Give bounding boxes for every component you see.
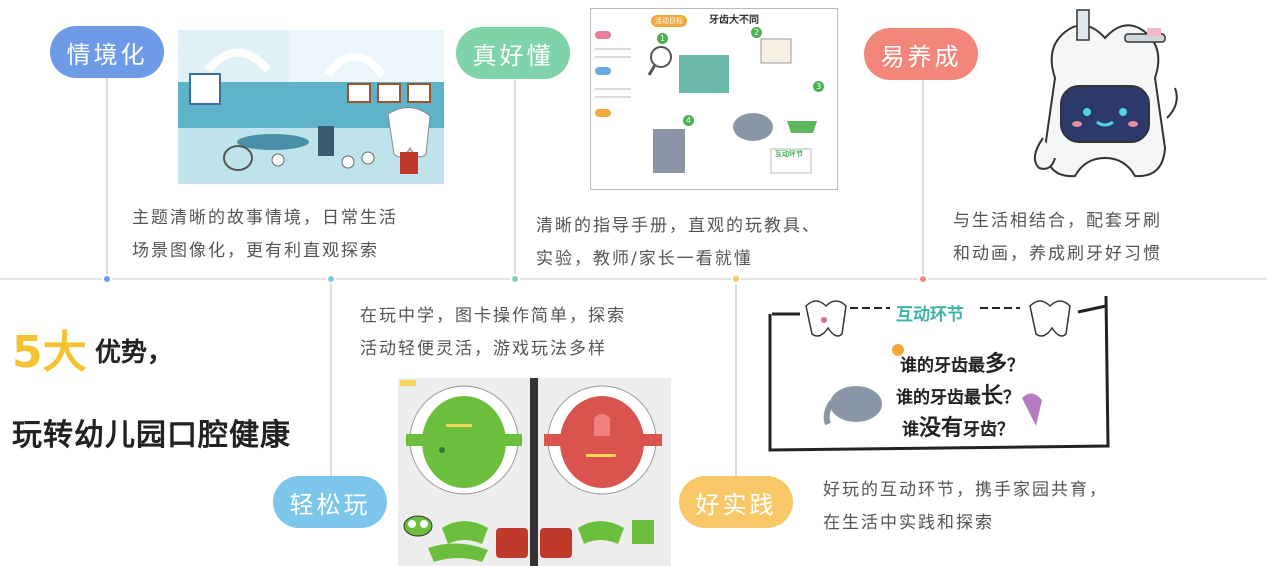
manual-step-4: 4 bbox=[683, 115, 694, 126]
timeline-dot bbox=[918, 274, 928, 284]
timeline-dot bbox=[326, 274, 336, 284]
advantage-pill-1: 情境化 bbox=[50, 26, 164, 78]
timeline-dot bbox=[102, 274, 112, 284]
advantage-pill-3: 易养成 bbox=[864, 28, 978, 80]
manual-title: 牙齿大不同 bbox=[709, 15, 759, 26]
interactive-heading: 互动环节 bbox=[896, 305, 964, 325]
frog-mouth-cutout-cards bbox=[398, 378, 671, 566]
manual-section-label: 互动环节 bbox=[775, 150, 803, 158]
connector-line bbox=[922, 80, 924, 278]
connector-line bbox=[106, 78, 108, 278]
timeline-dot bbox=[510, 274, 520, 284]
connector-line bbox=[514, 80, 516, 278]
advantage-desc-2: 清晰的指导手册，直观的玩教具、 实验，教师/家长一看就懂 bbox=[536, 216, 821, 269]
question-1: 谁的牙齿最多？ bbox=[900, 352, 1025, 377]
manual-step-1: 1 bbox=[657, 33, 668, 44]
advantage-pill-4: 轻松玩 bbox=[273, 476, 387, 528]
advantage-desc-1: 主题清晰的故事情境，日常生活 场景图像化，更有利直观探索 bbox=[132, 208, 398, 261]
question-3: 谁没有牙齿？ bbox=[902, 416, 1015, 441]
guide-manual-page: 牙齿大不同 活动目标 1 2 3 4 互动环节 bbox=[590, 8, 838, 190]
tooth-robot-mascot-illustration bbox=[1033, 9, 1178, 178]
advantage-pill-2: 真好懂 bbox=[456, 27, 570, 79]
manual-tag: 活动目标 bbox=[651, 15, 687, 27]
interactive-questions-card: 互动环节 谁的牙齿最多？ 谁的牙齿最长？ 谁没有牙齿？ bbox=[766, 294, 1112, 454]
advantage-desc-5: 好玩的互动环节，携手家园共育， 在生活中实践和探索 bbox=[823, 480, 1108, 533]
advantage-pill-5: 好实践 bbox=[679, 476, 793, 528]
advantage-desc-3: 与生活相结合，配套牙刷 和动画，养成刷牙好习惯 bbox=[953, 211, 1162, 264]
headline-number: 5大 bbox=[12, 327, 87, 378]
question-2: 谁的牙齿最长？ bbox=[896, 384, 1021, 409]
advantage-desc-4: 在玩中学，图卡操作简单，探索 活动轻便灵活，游戏玩法多样 bbox=[360, 306, 626, 359]
headline-suffix: 优势， bbox=[95, 338, 174, 368]
manual-step-3: 3 bbox=[813, 81, 824, 92]
connector-line bbox=[330, 280, 332, 478]
timeline-dot bbox=[731, 274, 741, 284]
manual-step-2: 2 bbox=[751, 27, 762, 38]
timeline-axis bbox=[0, 278, 1267, 280]
headline-subtitle: 玩转幼儿园口腔健康 bbox=[12, 418, 291, 453]
connector-line bbox=[735, 280, 737, 480]
museum-scene-illustration bbox=[178, 30, 444, 184]
